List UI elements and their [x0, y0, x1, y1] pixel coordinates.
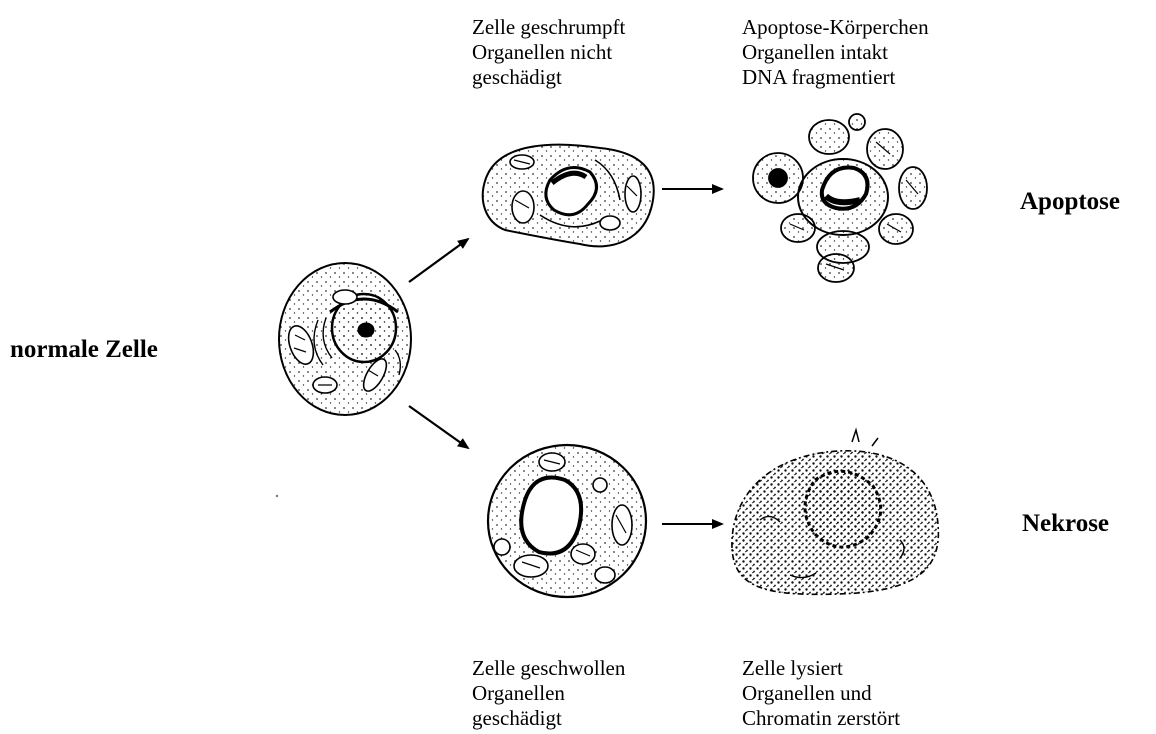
caption-apoptosis-stage1: Zelle geschrumpft Organellen nicht gesch…: [472, 15, 625, 90]
caption-apoptosis-stage2: Apoptose-Körperchen Organellen intakt DN…: [742, 15, 929, 90]
caption-necrosis-stage1: Zelle geschwollen Organellen geschädigt: [472, 656, 625, 731]
stray-mark: [276, 495, 278, 497]
normal-cell-nucleolus: [358, 323, 374, 337]
arrow-normal-to-swollen: [409, 406, 468, 448]
arrow-normal-to-shrunken: [409, 239, 468, 282]
caption-necrosis-stage2: Zelle lysiert Organellen und Chromatin z…: [742, 656, 900, 731]
shrunken-cell-drawing: [483, 145, 654, 247]
swollen-cell-drawing: [488, 445, 646, 597]
label-apoptosis: Apoptose: [1020, 188, 1120, 216]
lysed-cell-drawing: [732, 430, 938, 594]
normal-cell-drawing: [279, 263, 411, 415]
apoptotic-bodies-drawing: [753, 114, 927, 282]
swollen-cell-nucleus: [521, 478, 581, 554]
label-necrosis: Nekrose: [1022, 510, 1109, 538]
label-normal-cell: normale Zelle: [10, 336, 158, 364]
